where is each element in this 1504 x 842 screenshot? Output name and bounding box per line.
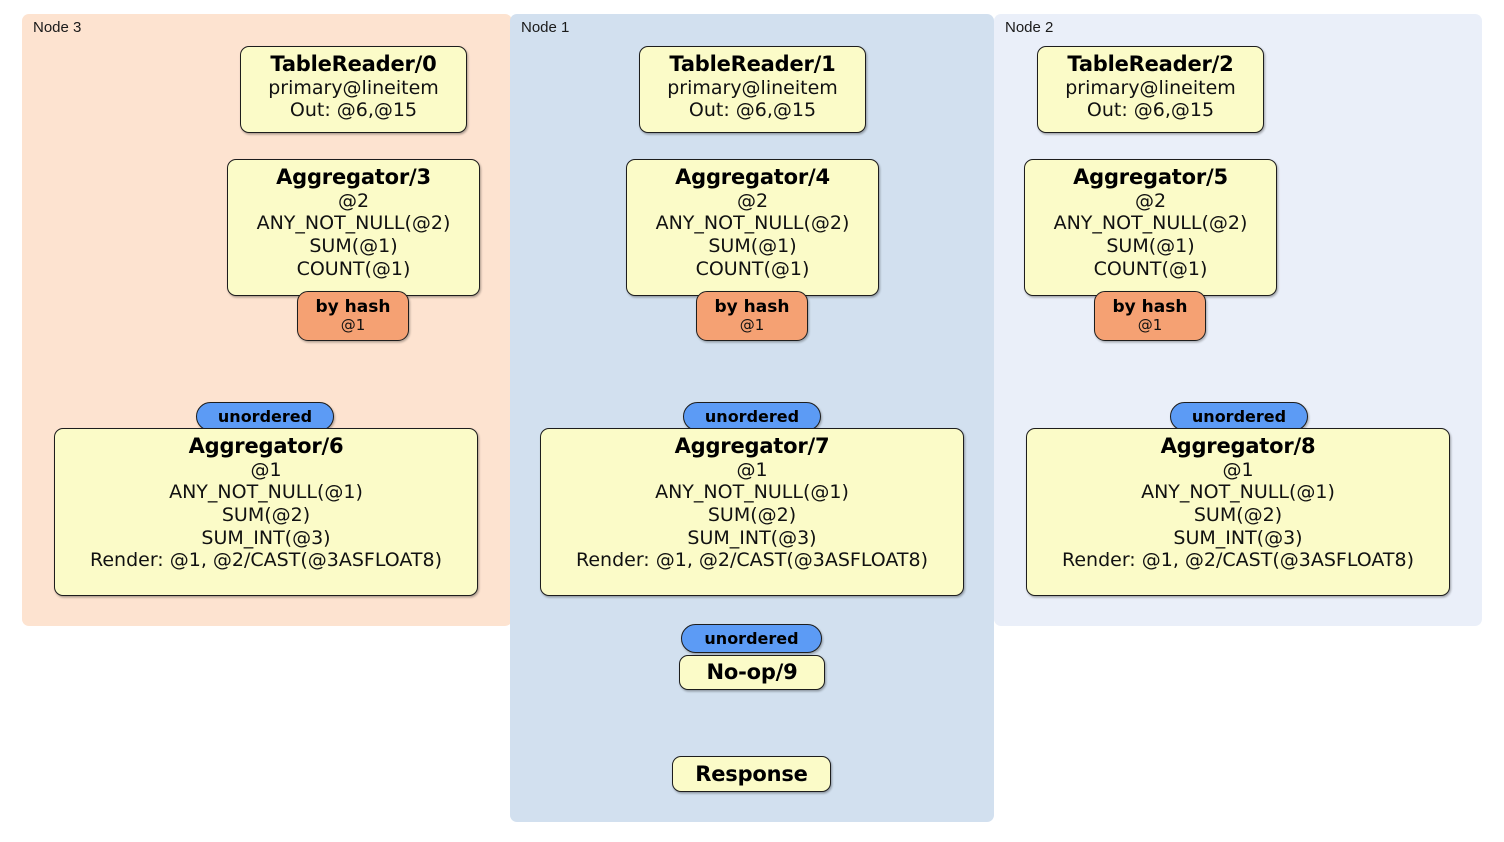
- aggregator-5-agg-2: COUNT(@1): [1093, 257, 1208, 280]
- aggregator-8-group: @1: [1222, 458, 1254, 481]
- hash-router-2-column: @1: [1137, 315, 1163, 334]
- node-panel-label-node2: Node 2: [1005, 19, 1054, 36]
- tablereader-1-title: TableReader/1: [669, 52, 836, 76]
- aggregator-7-agg-2: SUM_INT(@3): [687, 526, 817, 549]
- aggregator-7-agg-0: ANY_NOT_NULL(@1): [655, 481, 849, 504]
- hash-router-0[interactable]: by hash @1: [297, 291, 409, 341]
- aggregator-6-agg-0: ANY_NOT_NULL(@1): [169, 481, 363, 504]
- aggregator-4-agg-1: SUM(@1): [708, 234, 797, 257]
- aggregator-6-title: Aggregator/6: [188, 434, 344, 458]
- hash-router-1-label: by hash: [714, 297, 790, 318]
- tablereader-0-title: TableReader/0: [270, 52, 437, 76]
- noop-9-title: No-op/9: [706, 660, 798, 685]
- aggregator-7-agg-1: SUM(@2): [707, 503, 797, 526]
- aggregator-8-title: Aggregator/8: [1160, 434, 1316, 458]
- hash-router-0-column: @1: [340, 315, 366, 334]
- response-box[interactable]: Response: [672, 756, 831, 792]
- unordered-input-0[interactable]: unordered: [196, 402, 334, 431]
- tablereader-0-table: primary@lineitem: [268, 76, 439, 99]
- tablereader-1-table: primary@lineitem: [667, 76, 838, 99]
- node-panel-label-node3: Node 3: [33, 19, 82, 36]
- aggregator-4-title: Aggregator/4: [675, 165, 830, 189]
- hash-router-2[interactable]: by hash @1: [1094, 291, 1206, 341]
- aggregator-7-title: Aggregator/7: [674, 434, 830, 458]
- aggregator-6-group: @1: [250, 458, 282, 481]
- hash-router-1[interactable]: by hash @1: [696, 291, 808, 341]
- aggregator-4-box[interactable]: Aggregator/4 @2 ANY_NOT_NULL(@2) SUM(@1)…: [626, 159, 879, 296]
- unordered-final-merge[interactable]: unordered: [681, 624, 822, 653]
- aggregator-8-render: Render: @1, @2/CAST(@3ASFLOAT8): [1062, 549, 1414, 572]
- aggregator-8-box[interactable]: Aggregator/8 @1 ANY_NOT_NULL(@1) SUM(@2)…: [1026, 428, 1450, 596]
- aggregator-7-box[interactable]: Aggregator/7 @1 ANY_NOT_NULL(@1) SUM(@2)…: [540, 428, 964, 596]
- aggregator-5-title: Aggregator/5: [1073, 165, 1228, 189]
- tablereader-2-table: primary@lineitem: [1065, 76, 1236, 99]
- tablereader-0-out: Out: @6,@15: [289, 99, 418, 122]
- aggregator-3-agg-2: COUNT(@1): [296, 257, 411, 280]
- response-title: Response: [695, 761, 808, 786]
- aggregator-3-box[interactable]: Aggregator/3 @2 ANY_NOT_NULL(@2) SUM(@1)…: [227, 159, 480, 296]
- hash-router-0-label: by hash: [315, 297, 391, 318]
- aggregator-4-group: @2: [736, 189, 769, 212]
- aggregator-6-box[interactable]: Aggregator/6 @1 ANY_NOT_NULL(@1) SUM(@2)…: [54, 428, 478, 596]
- hash-router-1-column: @1: [739, 315, 765, 334]
- aggregator-5-box[interactable]: Aggregator/5 @2 ANY_NOT_NULL(@2) SUM(@1)…: [1024, 159, 1277, 296]
- aggregator-4-agg-0: ANY_NOT_NULL(@2): [655, 212, 850, 235]
- noop-9-box[interactable]: No-op/9: [679, 655, 825, 690]
- aggregator-5-agg-1: SUM(@1): [1106, 234, 1195, 257]
- aggregator-6-agg-1: SUM(@2): [221, 503, 311, 526]
- aggregator-3-title: Aggregator/3: [276, 165, 431, 189]
- unordered-input-2[interactable]: unordered: [1170, 402, 1308, 431]
- tablereader-2-title: TableReader/2: [1067, 52, 1234, 76]
- aggregator-7-group: @1: [736, 458, 768, 481]
- hash-router-2-label: by hash: [1112, 297, 1188, 318]
- unordered-input-1[interactable]: unordered: [683, 402, 821, 431]
- tablereader-2-out: Out: @6,@15: [1086, 99, 1215, 122]
- aggregator-4-agg-2: COUNT(@1): [695, 257, 810, 280]
- tablereader-1-box[interactable]: TableReader/1 primary@lineitem Out: @6,@…: [639, 46, 866, 133]
- aggregator-7-render: Render: @1, @2/CAST(@3ASFLOAT8): [576, 549, 928, 572]
- aggregator-6-agg-2: SUM_INT(@3): [201, 526, 331, 549]
- aggregator-3-agg-1: SUM(@1): [309, 234, 398, 257]
- aggregator-8-agg-2: SUM_INT(@3): [1173, 526, 1303, 549]
- aggregator-5-agg-0: ANY_NOT_NULL(@2): [1053, 212, 1248, 235]
- aggregator-8-agg-1: SUM(@2): [1193, 503, 1283, 526]
- tablereader-0-box[interactable]: TableReader/0 primary@lineitem Out: @6,@…: [240, 46, 467, 133]
- tablereader-1-out: Out: @6,@15: [688, 99, 817, 122]
- node-panel-label-node1: Node 1: [521, 19, 570, 36]
- aggregator-3-agg-0: ANY_NOT_NULL(@2): [256, 212, 451, 235]
- aggregator-5-group: @2: [1134, 189, 1167, 212]
- aggregator-3-group: @2: [337, 189, 370, 212]
- aggregator-6-render: Render: @1, @2/CAST(@3ASFLOAT8): [90, 549, 442, 572]
- aggregator-8-agg-0: ANY_NOT_NULL(@1): [1141, 481, 1335, 504]
- tablereader-2-box[interactable]: TableReader/2 primary@lineitem Out: @6,@…: [1037, 46, 1264, 133]
